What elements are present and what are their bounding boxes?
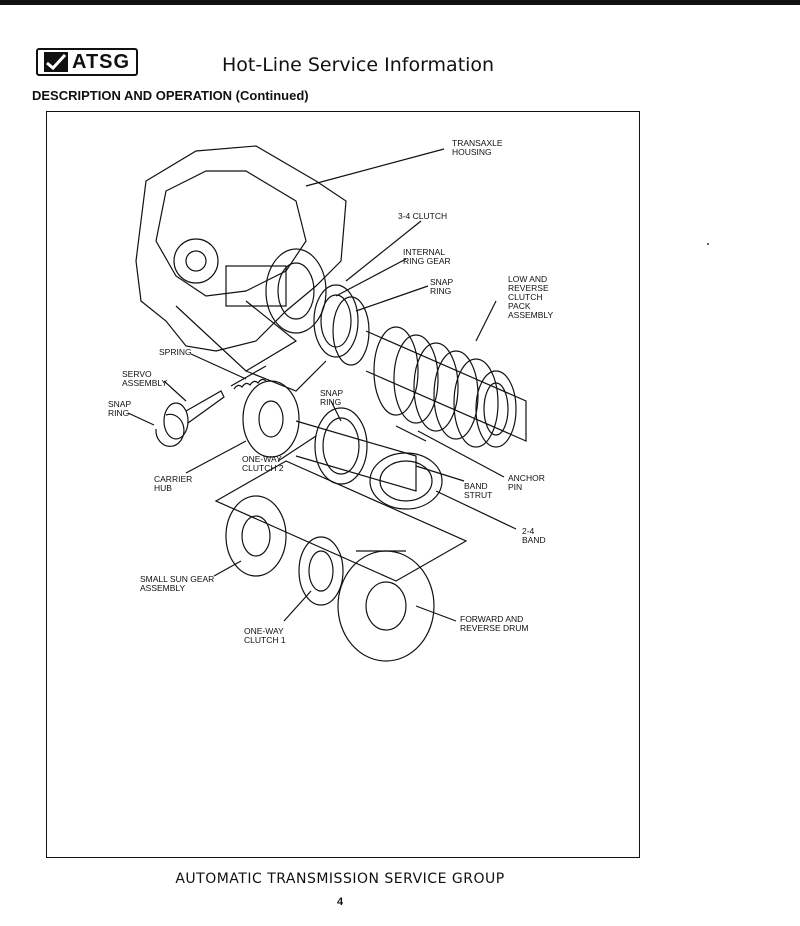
label-one-way-clutch-1: ONE-WAY CLUTCH 1 bbox=[244, 626, 286, 645]
label-low-and-reverse-clutch-pack: LOW AND REVERSE CLUTCH PACK ASSEMBLY bbox=[508, 274, 554, 320]
label-anchor-pin: ANCHOR PIN bbox=[508, 473, 545, 492]
label-transaxle-housing: TRANSAXLE HOUSING bbox=[452, 138, 503, 157]
label-carrier-hub: CARRIER HUB bbox=[154, 474, 193, 493]
label-small-sun-gear-assembly: SMALL SUN GEAR ASSEMBLY bbox=[140, 574, 215, 593]
figure-frame bbox=[46, 111, 640, 858]
exploded-view-drawing bbox=[127, 145, 527, 662]
label-servo-assembly: SERVO ASSEMBLY bbox=[122, 369, 168, 388]
top-rule bbox=[0, 0, 800, 5]
label-internal-ring-gear: INTERNAL RING GEAR bbox=[403, 247, 451, 266]
page-header-title: Hot-Line Service Information bbox=[222, 54, 495, 76]
footer-title: AUTOMATIC TRANSMISSION SERVICE GROUP bbox=[175, 871, 505, 887]
section-title: DESCRIPTION AND OPERATION (Continued) bbox=[32, 88, 309, 103]
checkmark-icon bbox=[44, 52, 68, 72]
label-band-strut: BAND STRUT bbox=[464, 481, 493, 500]
label-2-4-band: 2-4 BAND bbox=[522, 526, 546, 545]
label-snap-ring-left: SNAP RING bbox=[108, 399, 132, 418]
label-spring: SPRING bbox=[159, 347, 192, 357]
atsg-logo: ATSG bbox=[36, 48, 138, 76]
page-number: 4 bbox=[336, 896, 344, 908]
label-3-4-clutch: 3-4 CLUTCH bbox=[398, 211, 448, 221]
label-one-way-clutch-2: ONE-WAY CLUTCH 2 bbox=[242, 454, 284, 473]
label-snap-ring-middle: SNAP RING bbox=[320, 388, 344, 407]
label-snap-ring-upper: SNAP RING bbox=[430, 277, 454, 296]
label-forward-and-reverse-drum: FORWARD AND REVERSE DRUM bbox=[460, 614, 529, 633]
stray-mark bbox=[707, 243, 709, 245]
logo-text: ATSG bbox=[72, 50, 131, 73]
